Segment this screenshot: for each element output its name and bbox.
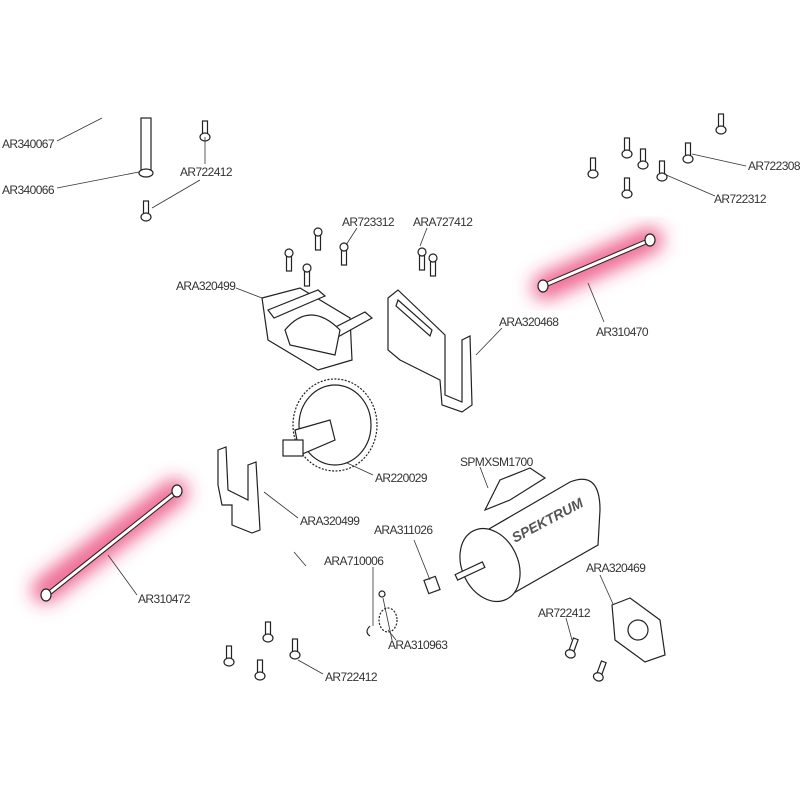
label-ar220029: AR220029	[375, 471, 428, 485]
label-ar722412-right: AR722412	[538, 606, 591, 620]
label-ara310963: ARA310963	[388, 638, 448, 652]
label-ar722412-bottom: AR722412	[325, 670, 378, 684]
label-spmxsm1700: SPMXSM1700	[460, 455, 533, 469]
label-ar310470: AR310470	[596, 325, 649, 339]
spur-gear-ar220029	[282, 378, 378, 476]
label-ara320499-mid: ARA320499	[300, 514, 360, 528]
driveshaft-ar310470	[537, 233, 656, 293]
bushing-ara311026	[423, 575, 441, 595]
label-ar340066: AR340066	[2, 183, 55, 197]
shaft-pin-ar340066	[138, 117, 154, 178]
label-ar723312: AR723312	[342, 215, 395, 229]
label-ara320499: ARA320499	[176, 279, 236, 293]
driveshaft-ar310472	[40, 484, 183, 602]
label-ara311026: ARA311026	[374, 523, 433, 537]
label-ar722308: AR722308	[748, 159, 800, 173]
label-ar340067: AR340067	[2, 137, 55, 151]
label-ara320468: ARA320468	[499, 315, 559, 329]
label-ar722412: AR722412	[180, 165, 233, 179]
motor-mount-ara320468	[387, 289, 503, 413]
gearbox-housing-ara320499	[235, 287, 374, 371]
label-ar722312: AR722312	[714, 192, 767, 206]
mount-ara320499	[217, 446, 299, 534]
label-ar310472: AR310472	[138, 592, 191, 606]
label-ara710006: ARA710006	[324, 554, 384, 568]
label-ara320469: ARA320469	[586, 561, 646, 575]
motor-spmxsm1700	[454, 466, 601, 603]
label-ara727412: ARA727412	[413, 215, 473, 229]
motor-cover-ara320469	[599, 574, 666, 663]
